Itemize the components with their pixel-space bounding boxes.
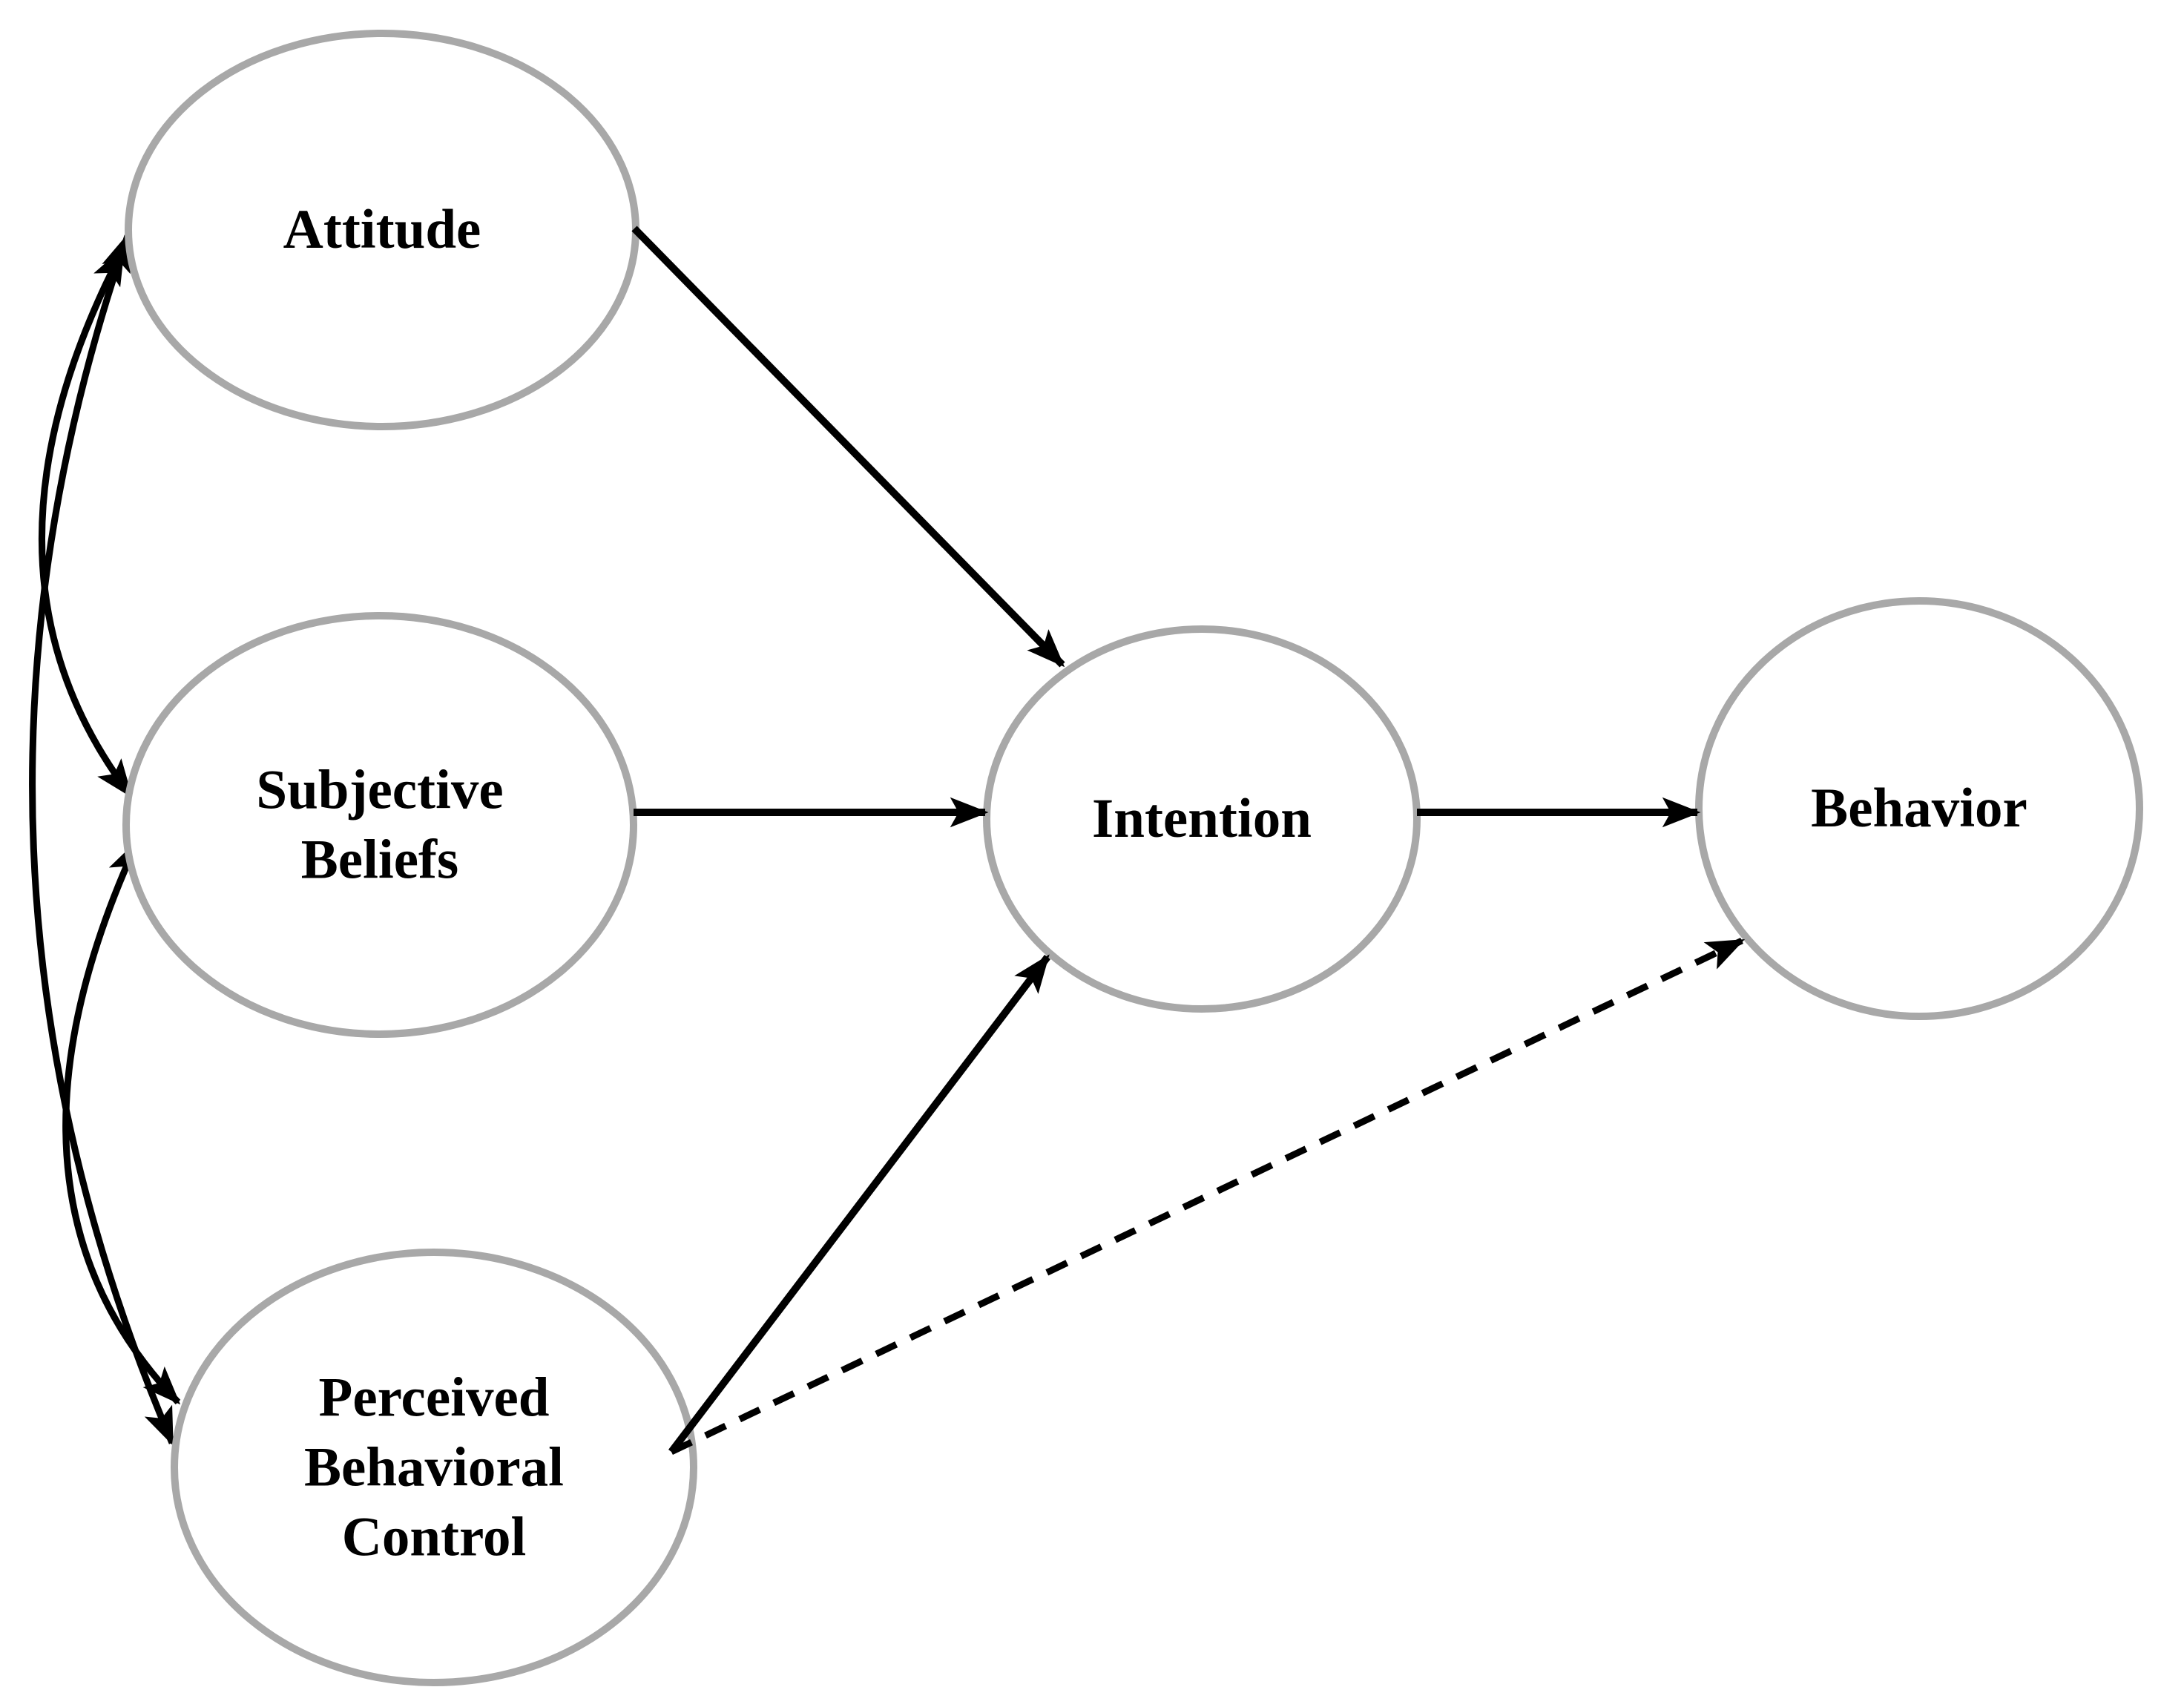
pbc-label-line: Perceived — [318, 1367, 550, 1429]
node-label-behavior: Behavior — [1811, 774, 2027, 844]
subjective-beliefs-label-line: Beliefs — [300, 829, 459, 890]
node-label-subjective-beliefs: Subjective Beliefs — [256, 755, 503, 895]
attitude-label-line: Attitude — [283, 199, 481, 261]
perceived-behavioral-control-ellipse — [171, 1249, 697, 1686]
edge-attitude-perceived-behavioral-control — [29, 232, 176, 1447]
edge-perceived-behavioral-control-intention — [668, 954, 1050, 1455]
node-label-perceived-behavioral-control: Perceived Behavioral Control — [304, 1363, 564, 1571]
pbc-label-line: Behavioral — [304, 1436, 564, 1499]
node-label-intention: Intention — [1092, 784, 1312, 854]
edge-perceived-behavioral-control-behavior-dashed — [670, 937, 1746, 1456]
edge-subjective-beliefs-perceived-behavioral-control — [62, 838, 181, 1405]
nodes — [122, 30, 2143, 1686]
intention-label-line: Intention — [1092, 788, 1312, 850]
edge-attitude-subjective-beliefs — [38, 246, 134, 798]
subjective-beliefs-ellipse — [122, 612, 637, 1038]
structural-edges — [631, 226, 1746, 1456]
subjective-beliefs-label-line: Subjective — [256, 759, 504, 821]
edge-attitude-intention — [631, 226, 1065, 668]
behavior-label-line: Behavior — [1811, 777, 2027, 840]
node-label-attitude: Attitude — [283, 195, 481, 265]
pbc-label-line: Control — [341, 1505, 527, 1568]
correlation-edges — [29, 232, 181, 1447]
